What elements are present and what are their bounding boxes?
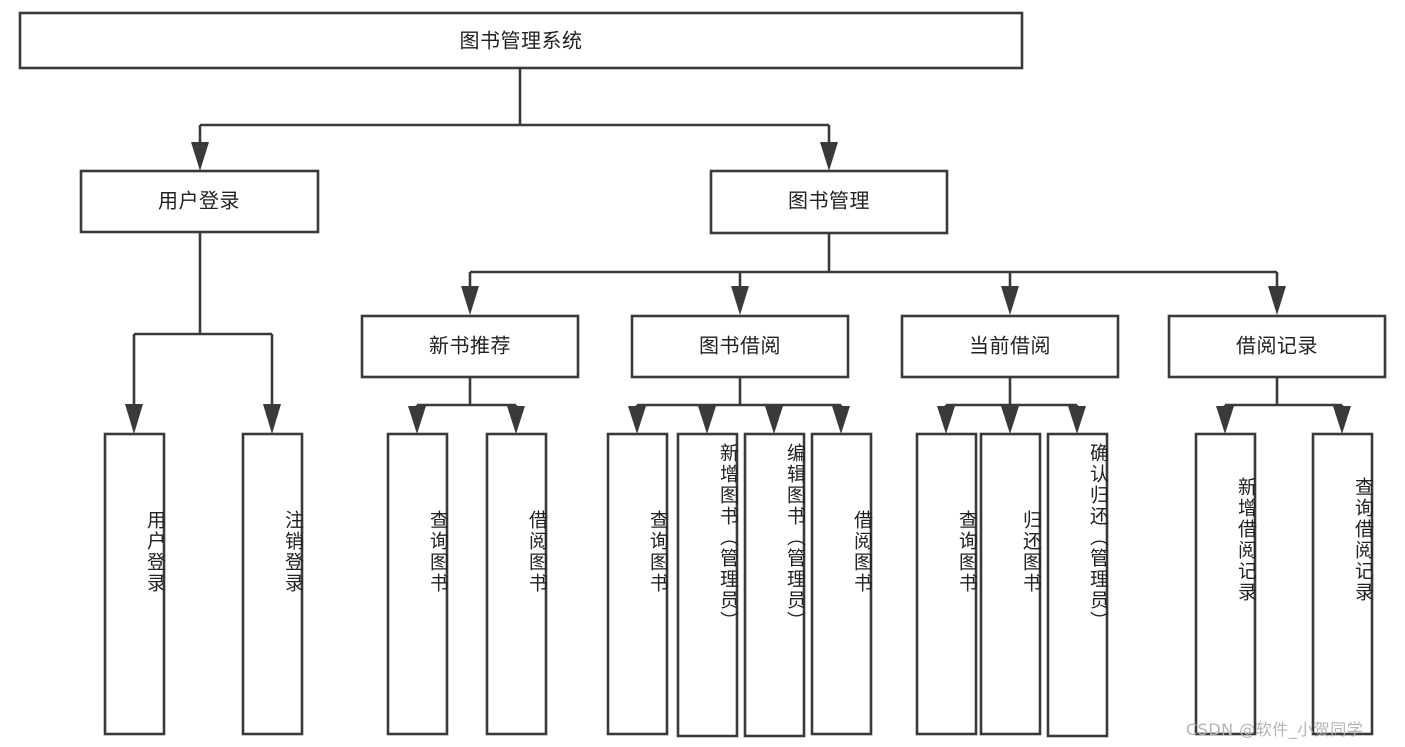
arrow-head-current-borrow <box>1001 286 1019 315</box>
root-label: 图书管理系统 <box>460 29 583 53</box>
connectors-book-borrow-children <box>628 377 850 434</box>
arrow-head-book-mgmt <box>820 142 838 171</box>
book-borrow-label: 图书借阅 <box>699 334 781 358</box>
arrow-head-user-login <box>191 142 209 171</box>
arrow-head-add-book <box>698 406 716 434</box>
connectors-new-book-rec-children <box>408 377 525 434</box>
user-login-box[interactable] <box>79 169 320 234</box>
node-borrow-record[interactable]: 借阅记录 <box>1167 314 1387 379</box>
leaf-box-borrow-book-1[interactable] <box>485 432 548 736</box>
leaf-box-add-book[interactable] <box>676 432 739 738</box>
borrow-record-box[interactable] <box>1167 314 1387 379</box>
leaf-box-add-record[interactable] <box>1194 432 1257 736</box>
arrow-head-query-book-3 <box>937 406 955 434</box>
leaf-boxes-borrow-record <box>1194 432 1374 736</box>
arrow-head-book-borrow <box>731 286 749 315</box>
arrow-head-query-book-1 <box>408 406 426 434</box>
leaf-box-edit-book[interactable] <box>743 432 806 738</box>
leaf-box-borrow-book-2[interactable] <box>810 432 873 736</box>
root-box[interactable] <box>18 11 1024 70</box>
current-borrow-label: 当前借阅 <box>969 334 1051 358</box>
watermark-text: CSDN @软件_小贺同学 <box>1186 720 1364 739</box>
node-root[interactable]: 图书管理系统 <box>18 11 1024 70</box>
leaf-boxes-new-book-rec <box>386 432 548 736</box>
arrow-head-edit-book <box>765 406 783 434</box>
leaf-box-query-book-2[interactable] <box>606 432 669 736</box>
leaf-boxes-book-borrow <box>606 432 873 738</box>
arrow-head-query-book-2 <box>628 406 646 434</box>
leaf-box-return-book[interactable] <box>979 432 1042 736</box>
leaf-box-query-book-1[interactable] <box>386 432 449 736</box>
connectors-book-mgmt-children <box>461 233 1286 315</box>
arrow-head-return-book <box>1001 406 1019 434</box>
leaf-boxes-user-login <box>103 432 304 736</box>
new-book-rec-box[interactable] <box>360 314 580 379</box>
arrow-head-query-record <box>1333 406 1351 434</box>
node-new-book-rec[interactable]: 新书推荐 <box>360 314 580 379</box>
arrow-head-borrow-book-1 <box>507 406 525 434</box>
arrow-head-add-record <box>1216 406 1234 434</box>
leaf-box-query-book-3[interactable] <box>915 432 978 736</box>
connectors-root-to-level2 <box>191 68 838 171</box>
node-user-login[interactable]: 用户登录 <box>79 169 320 234</box>
leaf-box-logout[interactable] <box>241 432 304 736</box>
leaf-box-query-record[interactable] <box>1311 432 1374 736</box>
leaf-boxes-current-borrow <box>915 432 1109 738</box>
node-book-borrow[interactable]: 图书借阅 <box>630 314 850 379</box>
leaf-box-confirm-return[interactable] <box>1046 432 1109 738</box>
node-current-borrow[interactable]: 当前借阅 <box>900 314 1120 379</box>
connectors-user-login-children <box>125 232 281 434</box>
arrow-head-borrow-record <box>1268 286 1286 315</box>
book-borrow-box[interactable] <box>630 314 850 379</box>
arrow-head-leaf-logout <box>263 404 281 434</box>
connectors-current-borrow-children <box>937 377 1086 434</box>
connectors-borrow-record-children <box>1216 377 1351 434</box>
book-mgmt-box[interactable] <box>709 169 949 235</box>
user-login-label: 用户登录 <box>158 189 240 213</box>
borrow-record-label: 借阅记录 <box>1236 334 1318 358</box>
new-book-rec-label: 新书推荐 <box>429 334 511 358</box>
leaf-box-user-login[interactable] <box>103 432 166 736</box>
current-borrow-box[interactable] <box>900 314 1120 379</box>
book-mgmt-label: 图书管理 <box>788 189 870 213</box>
node-book-mgmt[interactable]: 图书管理 <box>709 169 949 235</box>
arrow-head-new-book-rec <box>461 286 479 315</box>
arrow-head-leaf-user-login <box>125 404 143 434</box>
arrow-head-confirm-return <box>1068 406 1086 434</box>
arrow-head-borrow-book-2 <box>832 406 850 434</box>
